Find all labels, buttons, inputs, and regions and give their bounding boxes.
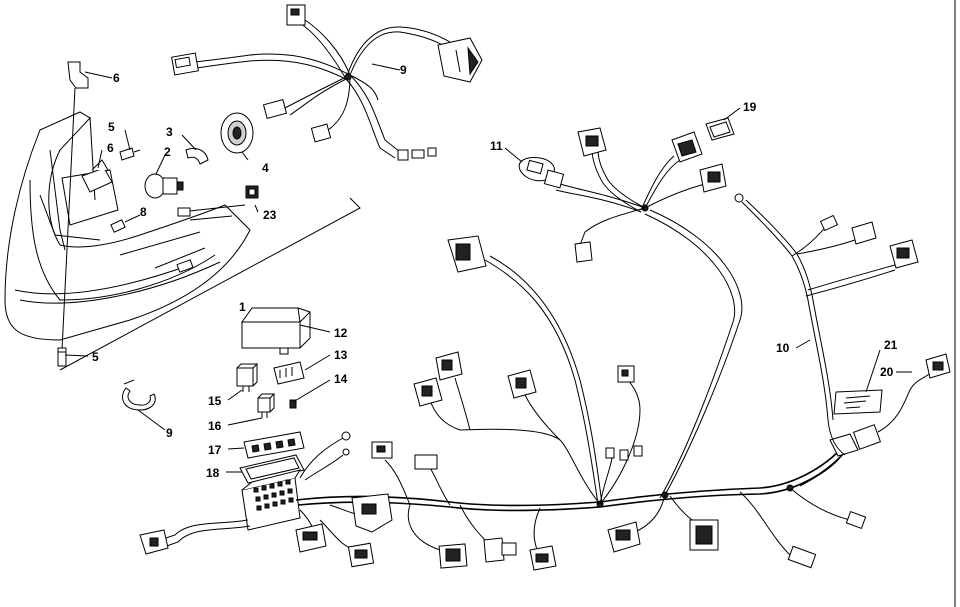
socket-6 <box>81 159 113 193</box>
callout-8: 8 <box>140 205 147 219</box>
callout-16: 15 <box>208 394 222 408</box>
connector-12 <box>518 157 565 189</box>
connector-8 <box>110 219 126 233</box>
relay-cover-13 <box>241 307 311 355</box>
gasket-19 <box>239 454 305 484</box>
callout-14: 13 <box>334 348 348 362</box>
boot-4 <box>220 112 254 154</box>
label-card-22 <box>833 389 883 415</box>
bulb-2 <box>144 173 184 199</box>
assembly-frame-line <box>59 197 361 371</box>
callout-3: 3 <box>166 125 173 139</box>
callout-1: 1 <box>239 300 246 314</box>
callout-21: 20 <box>880 365 894 379</box>
relay-17 <box>257 393 276 418</box>
callout-19: 18 <box>206 466 220 480</box>
harness-11 <box>734 193 919 456</box>
harness-9 <box>171 4 483 161</box>
callout-2: 2 <box>164 145 171 159</box>
upper-harness <box>555 127 727 263</box>
fuse-strip-18 <box>243 431 305 459</box>
callout-labels: 6 5 6 2 3 4 8 23 9 1 5 12 13 14 15 16 17… <box>92 63 898 480</box>
screw-5 <box>57 347 67 367</box>
leader-lines <box>64 63 912 473</box>
bracket-7 <box>61 61 89 351</box>
callout-23: 23 <box>263 208 277 222</box>
callout-7: 6 <box>113 71 120 85</box>
callout-20: 19 <box>743 100 757 114</box>
connector-20 <box>705 117 735 141</box>
main-harness <box>139 209 951 571</box>
callout-5-upper: 5 <box>108 120 115 134</box>
callout-6: 6 <box>107 141 114 155</box>
callout-13: 12 <box>334 326 348 340</box>
relay-16 <box>236 363 259 392</box>
callout-12: 11 <box>490 139 503 153</box>
callout-4: 4 <box>262 161 269 175</box>
callout-11: 10 <box>776 341 790 355</box>
fuse-block-14 <box>273 361 305 385</box>
callout-22: 21 <box>884 338 898 352</box>
callout-5-lower: 5 <box>92 350 99 364</box>
connector-23 <box>245 185 259 199</box>
clamp-10 <box>122 379 156 411</box>
clip-3 <box>185 147 209 165</box>
callout-17: 16 <box>208 419 222 433</box>
callout-9: 9 <box>400 63 407 77</box>
callout-10: 9 <box>166 426 173 440</box>
headlight-assembly <box>4 111 251 341</box>
bulb-5 <box>119 147 141 161</box>
fuse-15 <box>289 399 297 409</box>
callout-18: 17 <box>208 443 222 457</box>
callout-15: 14 <box>334 372 348 386</box>
